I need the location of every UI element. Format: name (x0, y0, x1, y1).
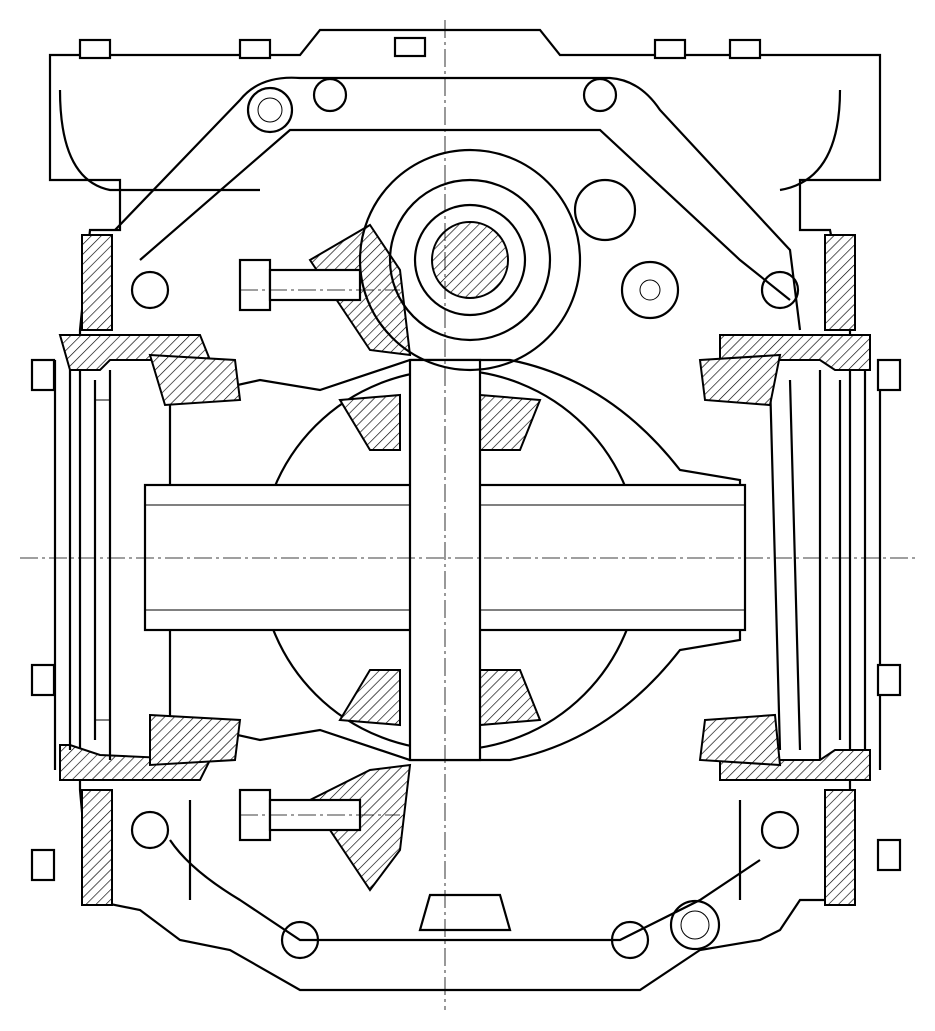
right-bearings (698, 353, 782, 767)
right-flange (719, 234, 871, 906)
drive-pinion (358, 148, 582, 372)
bolts (30, 36, 902, 960)
right-cover (768, 360, 882, 770)
left-cover (53, 360, 112, 770)
centerlines (20, 20, 915, 1010)
left-flange (58, 234, 212, 906)
side-gears (338, 393, 542, 727)
left-bearings (148, 353, 242, 767)
